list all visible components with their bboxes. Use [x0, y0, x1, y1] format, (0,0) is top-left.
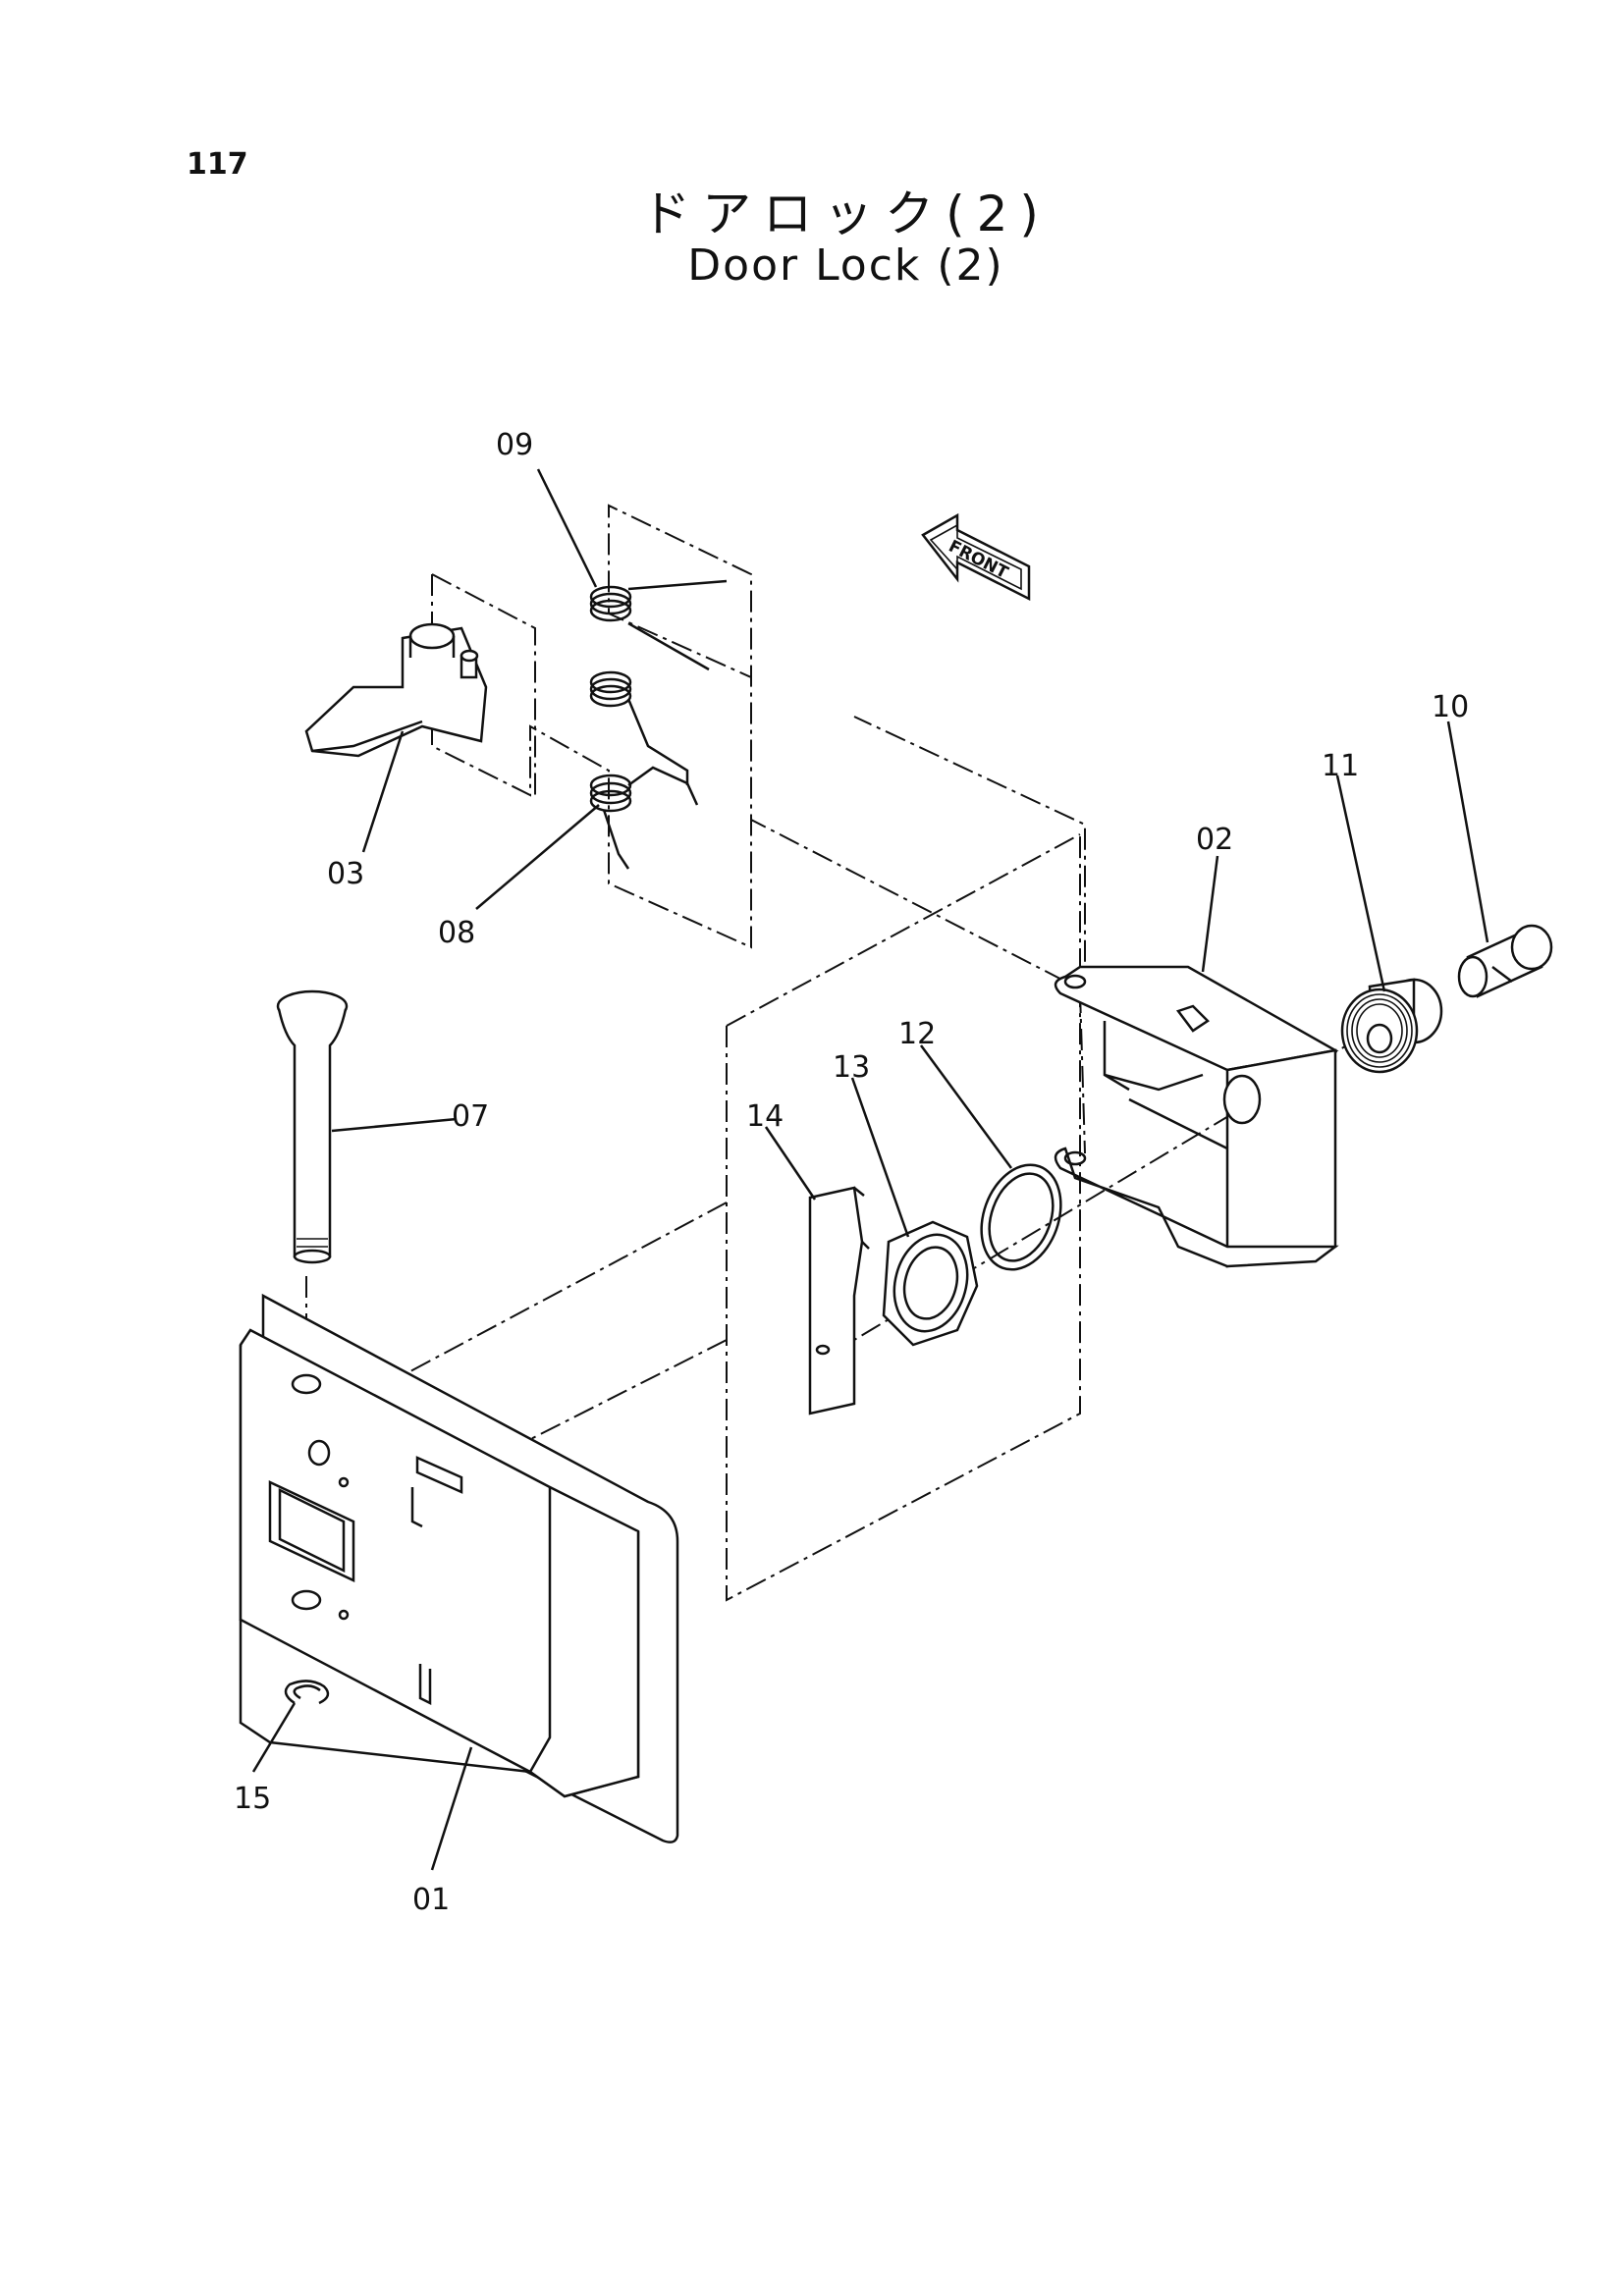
part-15-snap-ring	[284, 1680, 330, 1705]
callout-01: 01	[412, 1883, 450, 1917]
callout-08: 08	[438, 916, 475, 950]
part-14-cam-plate	[808, 1186, 870, 1415]
callout-02: 02	[1196, 823, 1233, 857]
callout-14: 14	[746, 1099, 784, 1134]
part-09-torsion-spring	[589, 579, 728, 785]
callout-12: 12	[898, 1017, 936, 1051]
front-arrow-icon: FRONT	[921, 512, 1031, 602]
callout-15: 15	[234, 1782, 271, 1816]
callout-07: 07	[452, 1099, 489, 1134]
part-11-lock-cylinder	[1340, 978, 1443, 1074]
title-japanese: ドアロック(2)	[641, 186, 1051, 242]
callout-labels: 09 03 08 10 11 02 07 12 13 14 15 01	[234, 428, 1469, 1917]
part-07-pin	[276, 989, 349, 1264]
callout-11: 11	[1322, 749, 1359, 783]
part-10-key-core	[1457, 924, 1553, 998]
callout-09: 09	[496, 428, 533, 462]
part-13-hex-nut	[882, 1220, 979, 1347]
page-number: 117	[187, 147, 248, 182]
part-02-bracket	[1054, 965, 1339, 1268]
callout-13: 13	[833, 1050, 870, 1085]
leader-lines	[251, 468, 1489, 1871]
title-english: Door Lock (2)	[687, 240, 1004, 291]
part-08-torsion-spring	[589, 766, 699, 870]
part-03-latch-lever	[304, 622, 488, 758]
part-12-o-ring	[980, 1163, 1062, 1271]
callout-03: 03	[327, 857, 364, 891]
callout-10: 10	[1432, 690, 1469, 724]
part-01-case	[239, 1293, 679, 1843]
